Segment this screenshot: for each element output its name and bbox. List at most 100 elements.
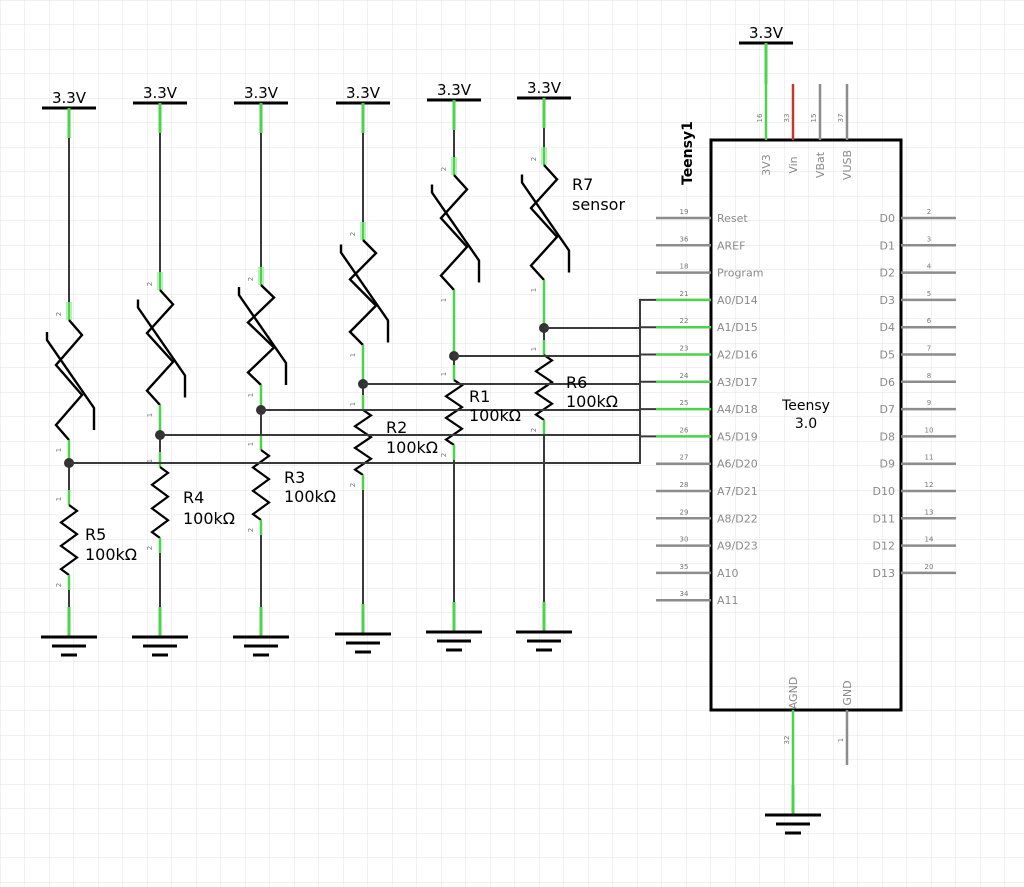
chip-right-pin-number: 6 — [927, 317, 932, 325]
pin-number-label: 2 — [247, 277, 255, 281]
chip-ref-label: Teensy1 — [680, 121, 696, 185]
chip-left-pin-number: 27 — [680, 454, 689, 462]
label-r3[interactable]: R3 100kΩ — [284, 468, 336, 506]
photoresistor-sensor — [430, 174, 481, 291]
photoresistor-sensor-zigzag — [54, 319, 84, 441]
pin-number-label: 1 — [247, 393, 255, 397]
pin-number-label: 1 — [530, 288, 538, 292]
pin-number-label: 1 — [146, 459, 154, 463]
power-label: 3.3V — [143, 84, 178, 102]
power-label: 3.3V — [244, 84, 279, 102]
photoresistor-sensor-zigzag — [145, 289, 175, 406]
chip-right-pin-number: 14 — [925, 536, 934, 544]
pin-number-label: 2 — [440, 167, 448, 171]
chip-left-pin-number: 21 — [680, 290, 689, 298]
r5-ref-label: R5 — [85, 525, 106, 544]
chip-right-pin-name: D13 — [873, 567, 895, 580]
label-r2[interactable]: R2 100kΩ — [386, 418, 438, 457]
label-r5[interactable]: R5 100kΩ — [85, 525, 137, 564]
resistor-r1-zigzag — [444, 379, 464, 446]
chip-right-pin-name: D0 — [880, 212, 895, 225]
chip-left-pin-number: 35 — [680, 563, 689, 571]
pin-number-label: 1 — [440, 372, 448, 376]
r2-value-label: 100kΩ — [386, 438, 438, 457]
photoresistor-sensor-slash — [136, 299, 187, 398]
label-r1[interactable]: R1 100kΩ — [469, 387, 521, 425]
photoresistor-sensor-zigzag — [246, 284, 276, 386]
chip-bottom-pin-number: 32 — [783, 736, 791, 745]
pin-number-label: 1 — [530, 347, 538, 351]
resistor-r6 — [534, 354, 554, 421]
pin-number-label: 2 — [146, 546, 154, 550]
resistor-r3 — [251, 449, 271, 521]
chip-left-pin-number: 30 — [680, 536, 689, 544]
chip-left-pin-number: 22 — [680, 317, 689, 325]
chip-left-pin-name: A5/D19 — [717, 430, 758, 443]
chip-bottom-pin-name: GND — [841, 680, 854, 705]
power-label: 3.3V — [749, 24, 784, 42]
chip-left-pin-number: 23 — [680, 345, 689, 353]
power-symbol-3v3: 3.3V — [42, 89, 96, 138]
r7-ref-label: R7 — [572, 175, 593, 194]
pin-number-label: 2 — [530, 157, 538, 161]
circuit-parts: 3.3V21123.3V21123.3V21123.3V21123.3V2112… — [41, 24, 956, 835]
chip-left-pin-name: A4/D18 — [717, 403, 758, 416]
chip-left-pin-name: A2/D16 — [717, 349, 758, 362]
pin-number-label: 2 — [146, 282, 154, 286]
resistor-r4 — [150, 466, 170, 539]
power-symbol-3v3: 3.3V — [234, 84, 288, 133]
chip-top-pin-number: 37 — [837, 114, 845, 123]
power-symbol-3v3: 3.3V — [336, 84, 390, 133]
chip-right-pin-number: 9 — [927, 399, 931, 407]
chip-left-pin-name: A0/D14 — [717, 294, 758, 307]
chip-right-pin-name: D4 — [880, 321, 895, 334]
label-r7[interactable]: R7 sensor — [572, 175, 625, 214]
ground-symbol — [335, 632, 391, 654]
pin-number-label: 1 — [55, 448, 63, 452]
chip-right-pin-number: 3 — [927, 235, 931, 243]
photoresistor-sensor-zigzag — [439, 174, 469, 291]
chip-right-pin-number: 8 — [927, 372, 931, 380]
r3-value-label: 100kΩ — [284, 487, 336, 506]
chip-top-pin-number: 16 — [756, 113, 764, 122]
chip-top-pin-name: VBat — [814, 151, 827, 178]
r4-ref-label: R4 — [183, 488, 204, 507]
chip-left-pin-number: 18 — [680, 263, 689, 271]
chip-right-pin-name: D1 — [880, 239, 895, 252]
ground-symbol — [426, 630, 482, 652]
r6-ref-label: R6 — [566, 373, 587, 392]
pin-number-label: 2 — [349, 232, 357, 236]
r1-ref-label: R1 — [469, 387, 490, 406]
signal-wire-a4-d18 — [160, 408, 656, 436]
chip-body — [709, 138, 903, 712]
chip-right-pin-name: D12 — [873, 540, 895, 553]
chip-right-pin-name: D9 — [880, 458, 895, 471]
chip-name-label: Teensy — [781, 398, 830, 414]
chip-left-pin-number: 24 — [680, 372, 689, 380]
chip-top-pin-number: 33 — [783, 114, 791, 123]
chip-left-pin-name: Program — [717, 267, 763, 280]
chip-right-pin-name: D11 — [873, 512, 895, 525]
photoresistor-sensor — [45, 319, 96, 441]
photoresistor-sensor-slash — [430, 184, 481, 283]
resistor-r1 — [444, 379, 464, 446]
signal-wire-a2-d16 — [363, 353, 656, 385]
chip-right-pin-name: D10 — [873, 485, 895, 498]
power-symbol-3v3: 3.3V — [517, 79, 571, 128]
chip-right-pin-name: D2 — [880, 267, 895, 280]
pin-number-label: 2 — [247, 528, 255, 532]
photoresistor-sensor-slash — [45, 332, 96, 430]
chip-left-pin-name: A3/D17 — [717, 376, 758, 389]
chip-right-pin-name: D7 — [880, 403, 895, 416]
chip-left-pin-name: A6/D20 — [717, 458, 758, 471]
r5-value-label: 100kΩ — [85, 545, 137, 564]
chip-right-pin-name: D3 — [880, 294, 895, 307]
chip-left-pin-number: 29 — [680, 508, 689, 516]
chip-left-pin-number: 28 — [680, 481, 689, 489]
label-r6[interactable]: R6 100kΩ — [566, 373, 618, 411]
resistor-r2-zigzag — [353, 409, 373, 476]
label-r4[interactable]: R4 100kΩ — [183, 488, 235, 528]
